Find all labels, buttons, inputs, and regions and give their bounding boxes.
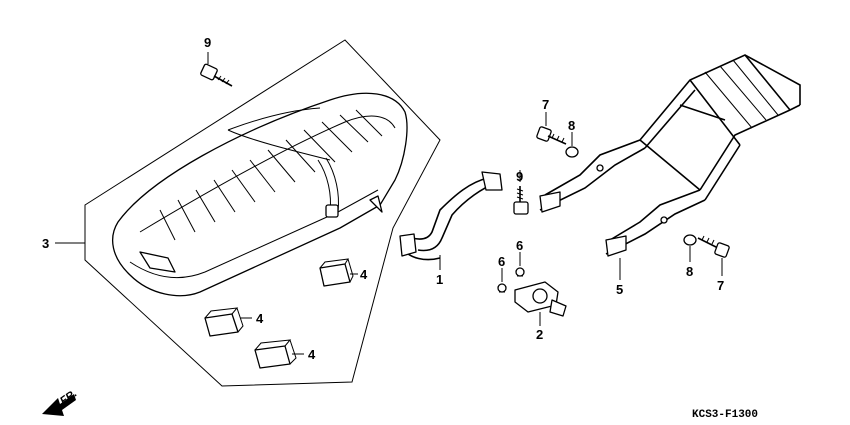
seat-assembly [112, 92, 408, 297]
seat-group-outline [84, 39, 441, 387]
rear-carrier-5 [539, 54, 801, 257]
callout-7-lower: 7 [717, 278, 724, 293]
callout-6-left: 6 [498, 254, 505, 269]
callout-7-upper: 7 [542, 97, 549, 112]
cushion-4-lower [254, 339, 297, 369]
bolt-9-upper [200, 63, 233, 87]
callout-5: 5 [616, 282, 623, 297]
bolt-7-upper [536, 126, 567, 145]
callout-4-right: 4 [360, 267, 368, 282]
seat-lock-2 [514, 281, 567, 317]
washer-8-upper [565, 146, 579, 158]
cushion-4-right [319, 258, 354, 287]
washer-8-lower [683, 234, 697, 246]
bolt-7-lower [697, 235, 730, 258]
screw-6-left [497, 283, 507, 293]
cushion-4-middle [204, 307, 244, 337]
callout-9-upper: 9 [204, 35, 211, 50]
callout-9-middle: 9 [516, 169, 523, 184]
grab-bar-1 [399, 171, 503, 261]
callout-4-middle: 4 [256, 311, 264, 326]
callout-1: 1 [436, 272, 443, 287]
front-direction-arrow [42, 394, 76, 416]
callout-8-upper: 8 [568, 118, 575, 133]
screw-6-right [515, 267, 525, 277]
callout-2: 2 [536, 327, 543, 342]
callout-8-lower: 8 [686, 264, 693, 279]
callout-6-right: 6 [516, 238, 523, 253]
callout-4-lower: 4 [308, 347, 316, 362]
diagram-code: KCS3-F1300 [692, 409, 758, 421]
callout-3: 3 [42, 236, 49, 251]
bolt-9-middle [513, 186, 529, 215]
